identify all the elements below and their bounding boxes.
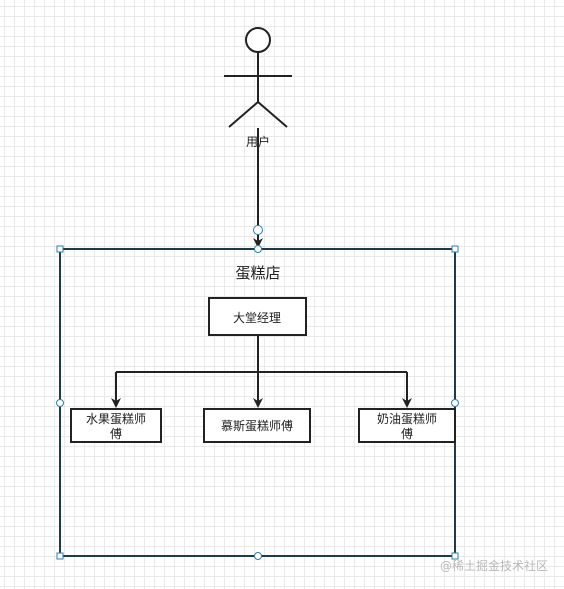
mousse-baker-node[interactable]: 慕斯蛋糕师傅: [203, 408, 311, 443]
resize-handle-top-right[interactable]: [451, 245, 459, 253]
fruit-baker-box[interactable]: [70, 408, 162, 443]
watermark: @稀土掘金技术社区: [440, 558, 548, 573]
resize-handle-top-mid[interactable]: [254, 245, 262, 253]
manager-node[interactable]: 大堂经理: [208, 297, 307, 336]
resize-handle-bottom-left[interactable]: [56, 552, 64, 560]
resize-handle-right-mid[interactable]: [451, 399, 459, 407]
mousse-baker-box[interactable]: [203, 408, 311, 443]
mousse-baker-label: 慕斯蛋糕师傅: [221, 419, 293, 433]
cream-baker-node[interactable]: 奶油蛋糕师 傅: [358, 408, 456, 443]
resize-handle-top-left[interactable]: [56, 245, 64, 253]
user-actor[interactable]: 用户: [224, 27, 292, 149]
actor-left-leg: [228, 101, 259, 128]
connector-handle[interactable]: [253, 225, 263, 235]
resize-handle-bottom-mid[interactable]: [254, 552, 262, 560]
fruit-baker-label-line2: 傅: [110, 427, 122, 441]
actor-head: [245, 27, 271, 53]
cream-baker-label-line1: 奶油蛋糕师: [377, 412, 437, 426]
actor-right-leg: [257, 101, 288, 128]
fruit-baker-node[interactable]: 水果蛋糕师 傅: [70, 408, 162, 443]
cream-baker-label-line2: 傅: [401, 427, 413, 441]
fruit-baker-label-line1: 水果蛋糕师: [86, 412, 146, 426]
cream-baker-box[interactable]: [358, 408, 456, 443]
resize-handle-bottom-right[interactable]: [451, 552, 459, 560]
shop-title: 蛋糕店: [235, 264, 280, 282]
resize-handle-left-mid[interactable]: [56, 399, 64, 407]
manager-label: 大堂经理: [233, 311, 281, 325]
manager-box[interactable]: [208, 297, 307, 336]
